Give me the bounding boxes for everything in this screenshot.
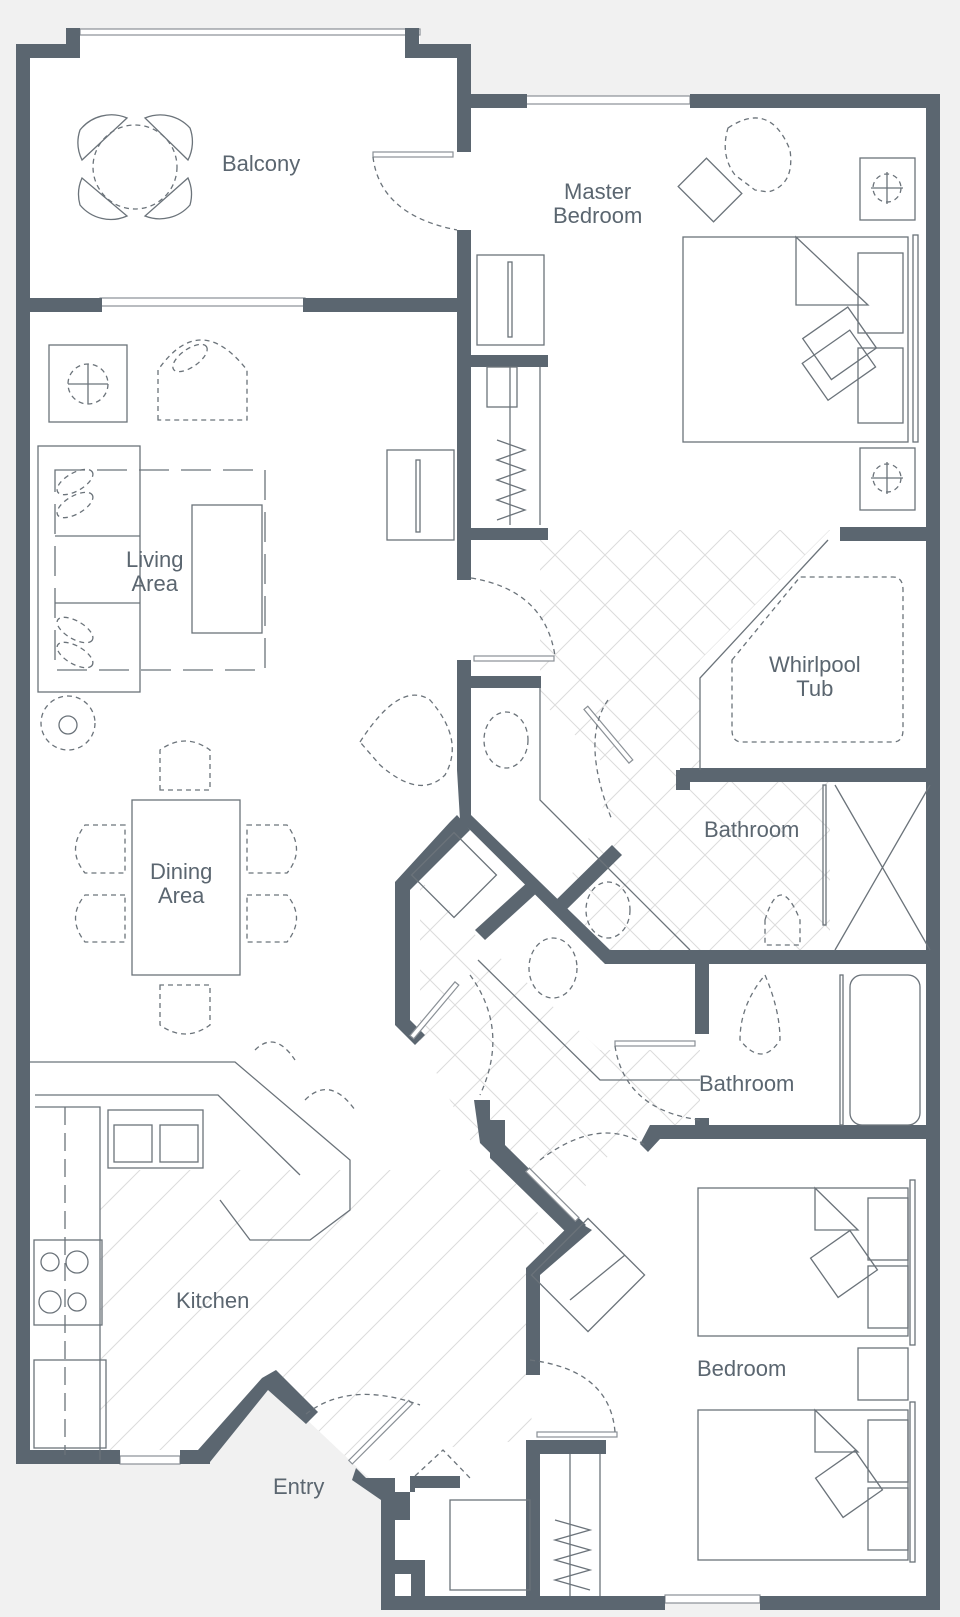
bedroom-window — [664, 1594, 761, 1604]
sliding-door — [99, 297, 306, 307]
master-bed — [682, 157, 919, 511]
master-armchair — [677, 117, 792, 223]
dining-set — [74, 740, 298, 1035]
bedroom-furniture — [449, 1179, 916, 1596]
kitchen-window — [119, 1455, 181, 1465]
floor-area — [30, 30, 930, 1600]
master-window — [524, 95, 691, 105]
room-label-second-bathroom: Bathroom — [699, 1071, 795, 1096]
room-label-dining-area: Dining Area — [150, 859, 213, 908]
kitchen-fixtures — [30, 1041, 356, 1460]
room-label-balcony: Balcony — [222, 151, 301, 176]
room-label-entry: Entry — [273, 1474, 325, 1499]
room-label-master-bedroom: Master Bedroom — [553, 179, 643, 228]
master-dresser — [476, 254, 545, 346]
doors — [305, 151, 701, 1479]
room-label-kitchen: Kitchen — [176, 1288, 250, 1313]
room-label-living-area: Living Area — [126, 547, 184, 596]
bathroom-fixtures — [410, 539, 931, 1126]
entry-floor — [30, 1385, 395, 1612]
room-label-whirlpool-tub: Whirlpool Tub — [769, 652, 861, 701]
living-furniture — [37, 339, 455, 787]
balcony-table-set — [77, 114, 194, 221]
room-label-master-bathroom: Bathroom — [704, 817, 800, 842]
balcony-window — [79, 28, 421, 36]
master-closet — [486, 366, 541, 525]
room-label-bedroom: Bedroom — [697, 1356, 787, 1381]
